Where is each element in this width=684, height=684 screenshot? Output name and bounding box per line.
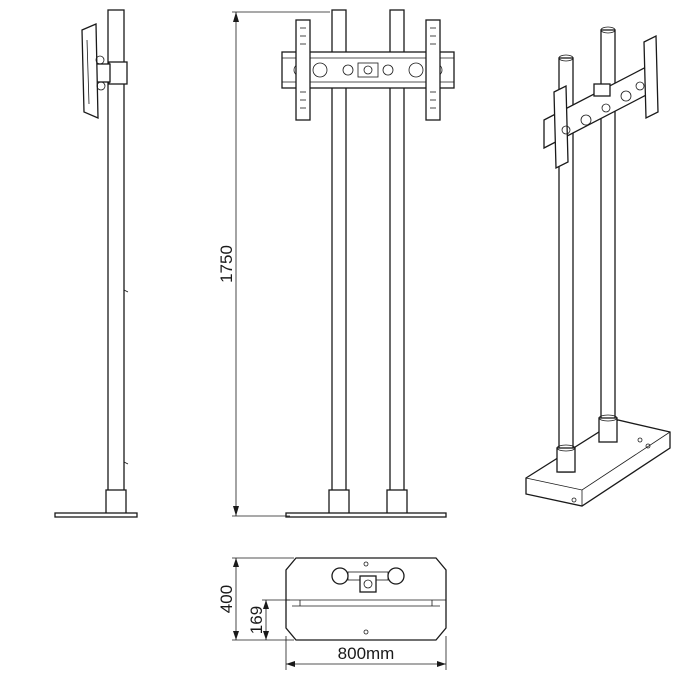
column-offset-label: 169 — [247, 606, 266, 634]
top-view-base — [285, 557, 447, 641]
front-view-left-vesa-arm — [295, 19, 311, 121]
side-view-sleeve — [105, 489, 127, 515]
front-view-base — [285, 512, 447, 518]
side-view-base — [54, 512, 138, 518]
perspective-left-vesa-arm — [553, 84, 569, 170]
top-view — [285, 557, 447, 641]
top-view-right-column — [387, 567, 405, 585]
front-view-left-sleeve — [328, 489, 350, 515]
perspective-base — [525, 419, 671, 507]
column-offset-dimension: 169 — [247, 599, 290, 640]
base-depth-dimension: 400 — [217, 557, 294, 641]
front-view-right-vesa-arm — [425, 19, 441, 121]
front-view — [281, 9, 455, 518]
top-view-left-column — [331, 567, 349, 585]
front-view-right-sleeve — [386, 489, 408, 515]
base-width-label: 800mm — [338, 644, 395, 663]
height-label: 1750 — [217, 245, 236, 283]
side-view-arm — [95, 63, 111, 83]
side-view-clamp — [108, 61, 128, 85]
side-view — [54, 9, 138, 518]
base-width-dimension: 800mm — [285, 636, 447, 670]
base-depth-label: 400 — [217, 585, 236, 613]
side-view-pole — [107, 9, 125, 513]
side-view-mount-plate — [81, 23, 99, 119]
perspective-right-vesa-arm — [643, 34, 659, 120]
height-dimension: 1750 — [217, 11, 330, 517]
perspective-view — [525, 26, 671, 507]
